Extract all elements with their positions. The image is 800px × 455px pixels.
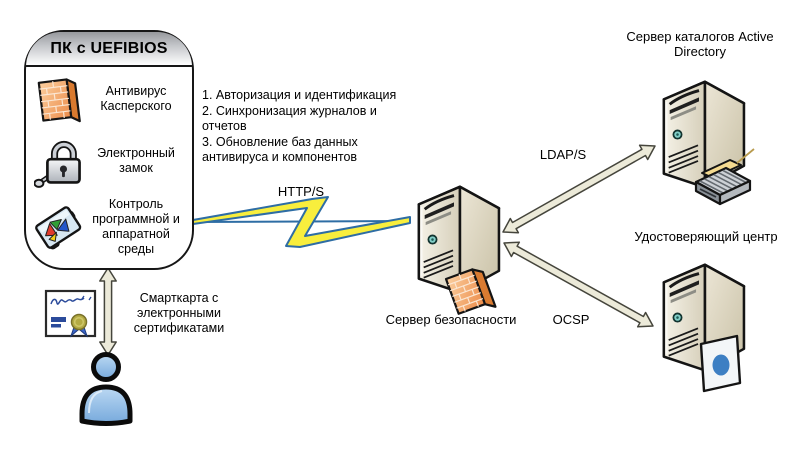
pc-box-title: ПК с UEFIBIOS [26, 32, 192, 67]
hardware-control-icon [32, 202, 86, 252]
lock-label: Электронный замок [97, 145, 175, 175]
list-item-lock: Электронный замок [32, 132, 186, 190]
firewall-brick-icon [32, 73, 86, 125]
ldap-label: LDAP/S [539, 147, 587, 162]
security-server-label: Сервер безопасности [385, 312, 517, 327]
pc-box: ПК с UEFIBIOS Антивирус Касперского [24, 30, 194, 270]
ldap-arrow [502, 144, 656, 234]
directory-tray-icon [694, 148, 755, 206]
certificate-card-icon [699, 334, 742, 393]
step-1: 1. Авторизация и идентификация [202, 88, 397, 102]
pc-box-items: Антивирус Касперского Электронный [26, 67, 192, 268]
ocsp-label: OCSP [552, 312, 590, 327]
smartcard-icon [44, 289, 97, 338]
step-2: 2. Синхронизация журналов и отчетов [202, 103, 377, 134]
step-3: 3. Обновление баз данных антивируса и ко… [202, 134, 358, 165]
antivirus-label: Антивирус Касперского [100, 84, 172, 114]
ca-server-label: Удостоверяющий центр [634, 229, 778, 244]
firewall-icon [444, 268, 497, 315]
user-icon [79, 352, 133, 426]
ad-server-label: Сервер каталогов Active Directory [626, 29, 774, 59]
smartcard-label: Смарткарта с электронными сертификатами [133, 291, 225, 335]
electronic-lock-icon [32, 132, 86, 190]
control-label: Контроль программной и аппаратной среды [92, 196, 180, 256]
list-item-control: Контроль программной и аппаратной среды [32, 197, 186, 257]
http-label: HTTP/S [277, 184, 325, 199]
list-item-antivirus: Антивирус Касперского [32, 73, 186, 125]
lightning-bolt-icon [192, 196, 411, 248]
steps-list: 1. Авторизация и идентификация 2. Синхро… [202, 88, 414, 166]
smartcard-arrow [99, 267, 117, 356]
ocsp-arrow [503, 241, 654, 328]
